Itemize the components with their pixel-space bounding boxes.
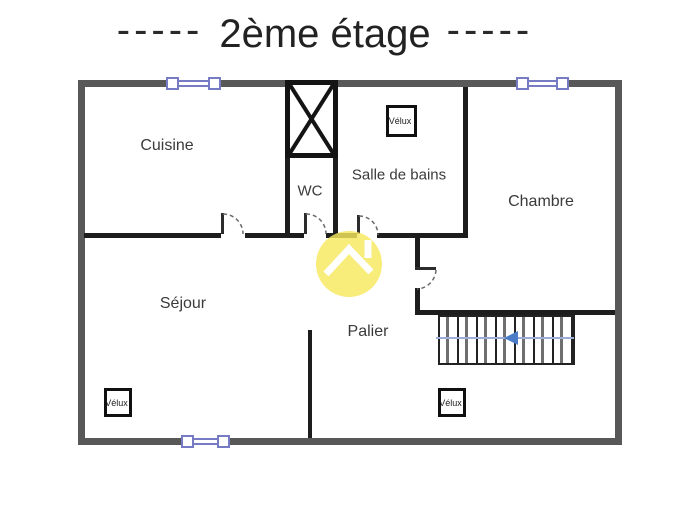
window-icon	[208, 77, 221, 90]
velux-skylight-palier: Vélux	[438, 388, 466, 417]
velux-label: Vélux	[439, 397, 462, 408]
wall-sdb-chambre	[463, 87, 468, 238]
window-frame-icon	[528, 80, 557, 87]
room-label-palier: Palier	[347, 323, 389, 340]
wall-chambre-nook-lower	[415, 288, 420, 315]
wall-chambre-nook-upper	[415, 238, 420, 268]
wall-sejour-palier	[308, 330, 312, 438]
page-title: ----- 2ème étage -----	[117, 8, 534, 57]
title-text: 2ème étage	[219, 12, 431, 56]
velux-skylight-sejour: Vélux	[104, 388, 132, 417]
room-label-salle-de-bains: Salle de bains	[351, 166, 447, 184]
velux-label: Vélux	[105, 397, 128, 408]
velux-label: Vélux	[388, 116, 412, 126]
wall-mid-b	[245, 233, 304, 238]
wall-outer-left	[78, 80, 85, 445]
wall-outer-top	[78, 80, 622, 87]
door-leaf-sdb	[357, 215, 360, 234]
wall-wc-sdb	[333, 153, 338, 238]
wall-outer-bottom	[78, 438, 622, 445]
door-leaf-cuisine	[221, 213, 224, 234]
title-dashes-right: -----	[446, 8, 534, 52]
room-label-wc: WC	[297, 182, 323, 200]
door-leaf-chambre	[415, 267, 436, 270]
velux-skylight-sdb: Vélux	[386, 105, 417, 137]
wall-mid-c	[326, 233, 357, 238]
window-icon	[556, 77, 569, 90]
door-leaf-wc	[304, 213, 307, 234]
room-label-cuisine: Cuisine	[140, 137, 194, 154]
wall-outer-right	[615, 80, 622, 445]
room-label-sejour: Séjour	[159, 295, 207, 312]
room-label-chambre: Chambre	[508, 193, 574, 210]
window-frame-icon	[193, 438, 218, 445]
shaft-icon	[285, 80, 338, 158]
window-icon	[166, 77, 179, 90]
wall-mid-d	[377, 233, 468, 238]
stair-direction-arrow-icon	[504, 331, 518, 345]
wall-cuisine-wc	[285, 153, 290, 238]
window-frame-icon	[178, 80, 209, 87]
wall-mid-a	[84, 233, 221, 238]
window-icon	[217, 435, 230, 448]
title-dashes-left: -----	[116, 8, 204, 52]
window-icon	[181, 435, 194, 448]
window-icon	[516, 77, 529, 90]
shaft-cross-icon	[288, 83, 335, 155]
wall-chambre-bottom	[415, 310, 615, 315]
